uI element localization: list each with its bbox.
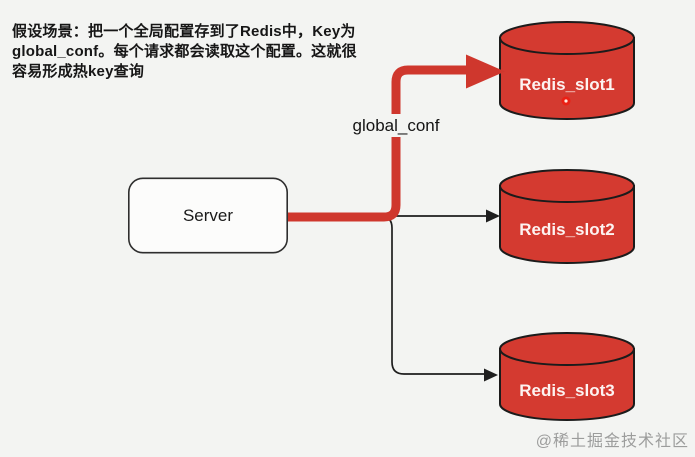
- watermark: @稀土掘金技术社区: [535, 433, 689, 450]
- server-label: Server: [182, 205, 234, 225]
- edge-label-global-conf: global_conf: [336, 114, 456, 137]
- cylinder-top: [499, 332, 635, 366]
- recording-dot-center: [564, 99, 568, 103]
- cylinder-top: [499, 21, 635, 55]
- redis-cylinder-2: [499, 169, 635, 264]
- scenario-line-2: global_conf。每个请求都会读取这个配置。这就很: [12, 43, 357, 60]
- hot-key-arrow-head: [466, 54, 505, 89]
- hot-key-arrow-shaft: [288, 65, 470, 222]
- arrow-to-slot3-shaft: [292, 215, 485, 375]
- redis-slot3-label: Redis_slot3: [519, 381, 615, 400]
- cylinder-top: [499, 169, 635, 203]
- scenario-description: 假设场景：把一个全局配置存到了Redis中，Key为 global_conf。每…: [12, 22, 432, 82]
- cylinder-body: [499, 37, 635, 120]
- redis-cylinder-3: [499, 332, 635, 421]
- scenario-line-3: 容易形成热key查询: [12, 63, 145, 80]
- server-node-shape: [128, 177, 288, 254]
- arrow-to-slot3-head: [484, 368, 498, 382]
- redis-cylinder-1: [499, 21, 635, 120]
- redis-slot2-label: Redis_slot2: [519, 220, 615, 239]
- cylinder-body: [499, 185, 635, 264]
- redis-slot1-label: Redis_slot1: [519, 75, 615, 94]
- cylinder-body: [499, 348, 635, 421]
- arrow-to-slot2-head: [486, 209, 500, 223]
- scenario-line-1: 假设场景：把一个全局配置存到了Redis中，Key为: [12, 23, 356, 40]
